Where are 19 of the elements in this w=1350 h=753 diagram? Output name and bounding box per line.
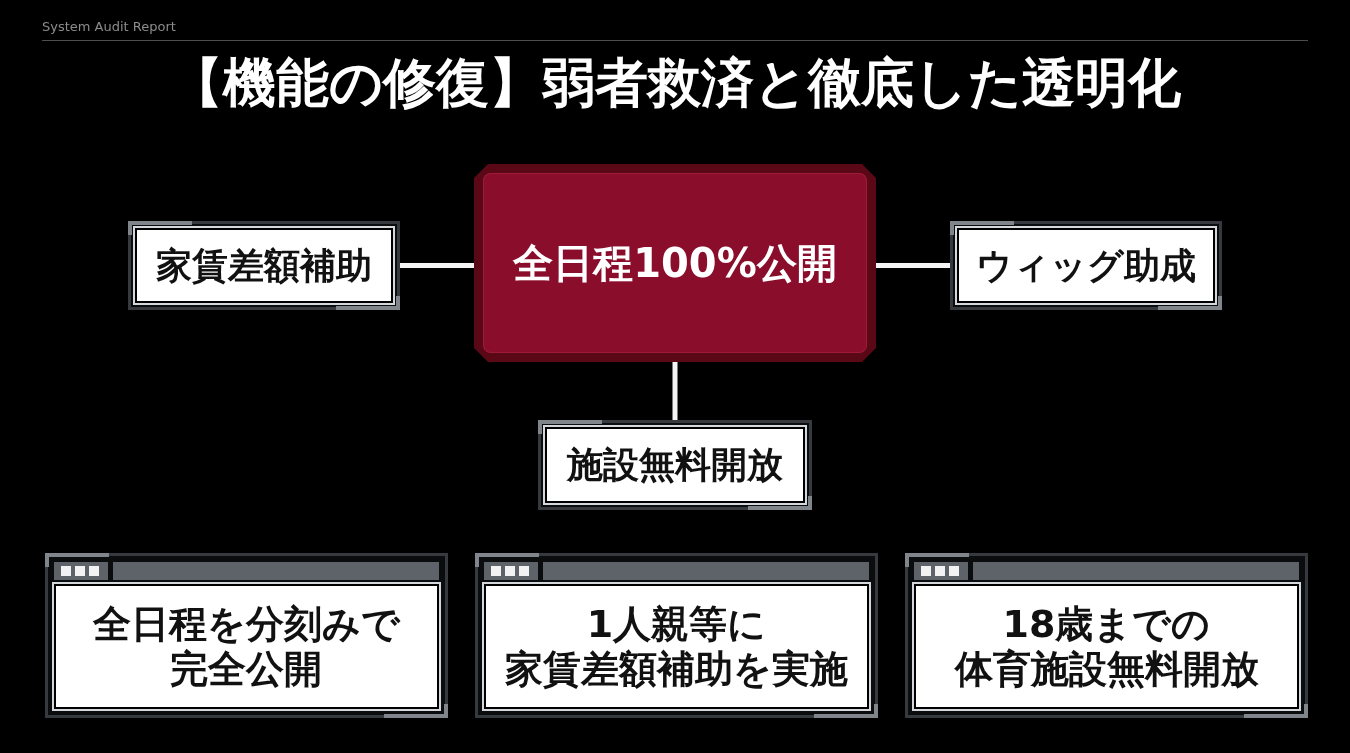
card-text: 1人親等に家賃差額補助を実施: [504, 601, 849, 692]
highlight-box: [474, 164, 876, 362]
framed-label-box: [128, 221, 400, 310]
box-label: 施設無料開放: [567, 443, 783, 487]
box-label: 全日程100%公開: [513, 239, 837, 288]
window-card: [45, 553, 448, 718]
page-title: 【機能の修復】弱者救済と徹底した透明化: [169, 51, 1181, 115]
window-card: [905, 553, 1308, 718]
report-header: System Audit Report: [42, 19, 176, 35]
box-label: ウィッグ助成: [976, 243, 1196, 288]
window-card: [475, 553, 878, 718]
card-text: 18歳までの体育施設無料開放: [953, 601, 1260, 692]
framed-label-box: [950, 221, 1222, 310]
connector-line: [672, 362, 678, 420]
connector-line: [400, 263, 474, 268]
framed-label-box: [538, 420, 812, 510]
box-label: 家賃差額補助: [156, 243, 372, 288]
card-text: 全日程を分刻みで完全公開: [92, 601, 402, 692]
connector-line: [876, 263, 950, 268]
